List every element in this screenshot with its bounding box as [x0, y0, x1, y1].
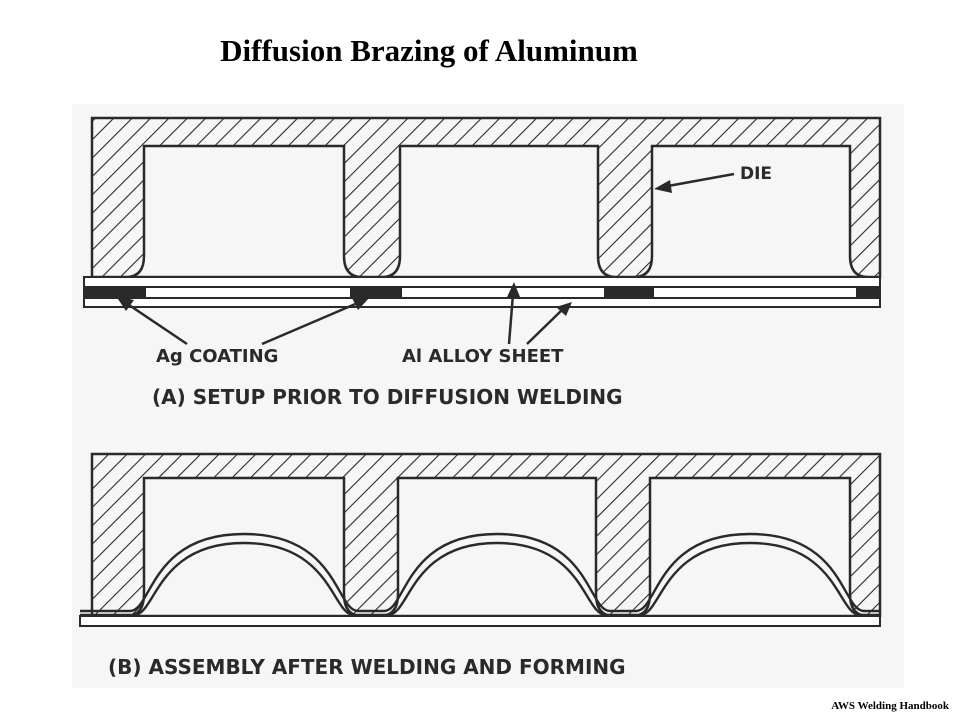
die-a: [90, 116, 882, 279]
ag-coating-label: Ag COATING: [156, 346, 278, 367]
die-arrow: [667, 172, 735, 188]
al-sheet-arrow-right: [526, 309, 563, 345]
caption-a: (A) SETUP PRIOR TO DIFFUSION WELDING: [152, 385, 623, 409]
ag-coating-arrowhead-right: [352, 297, 370, 310]
ag-coating-band: [350, 287, 402, 298]
ag-coating-arrow-right: [261, 300, 361, 346]
ag-coating-arrow-left: [125, 301, 188, 346]
ag-coating-arrowhead-left: [116, 296, 134, 311]
top-sheet-a: [83, 276, 881, 288]
al-sheet-arrowhead-left: [507, 282, 520, 297]
al-alloy-sheet-label: Al ALLOY SHEET: [402, 346, 564, 367]
middle-layer-a: [83, 286, 881, 299]
ag-coating-band: [604, 287, 654, 298]
bottom-sheet-b: [79, 615, 881, 627]
al-sheet-arrowhead-right: [556, 302, 572, 316]
panel-a: DIE Ag COATING Al ALLOY SHEET (A) SETUP …: [83, 116, 882, 409]
caption-b: (B) ASSEMBLY AFTER WELDING AND FORMING: [108, 655, 626, 679]
diagram-svg: DIE Ag COATING Al ALLOY SHEET (A) SETUP …: [79, 116, 882, 679]
slide-title: Diffusion Brazing of Aluminum: [220, 33, 638, 68]
ag-coating-band: [84, 287, 146, 298]
source-credit: AWS Welding Handbook: [831, 700, 949, 712]
die-label: DIE: [740, 164, 772, 184]
die-arrowhead: [654, 180, 672, 193]
bottom-sheet-a: [83, 297, 881, 308]
panel-b: (B) ASSEMBLY AFTER WELDING AND FORMING: [79, 452, 882, 679]
formed-sheet-inner-b: [80, 541, 880, 617]
formed-sheet-b: [80, 532, 880, 613]
ag-coating-band: [856, 287, 880, 298]
diffusion-brazing-figure: DIE Ag COATING Al ALLOY SHEET (A) SETUP …: [72, 104, 904, 688]
al-sheet-arrow-left: [507, 293, 515, 345]
